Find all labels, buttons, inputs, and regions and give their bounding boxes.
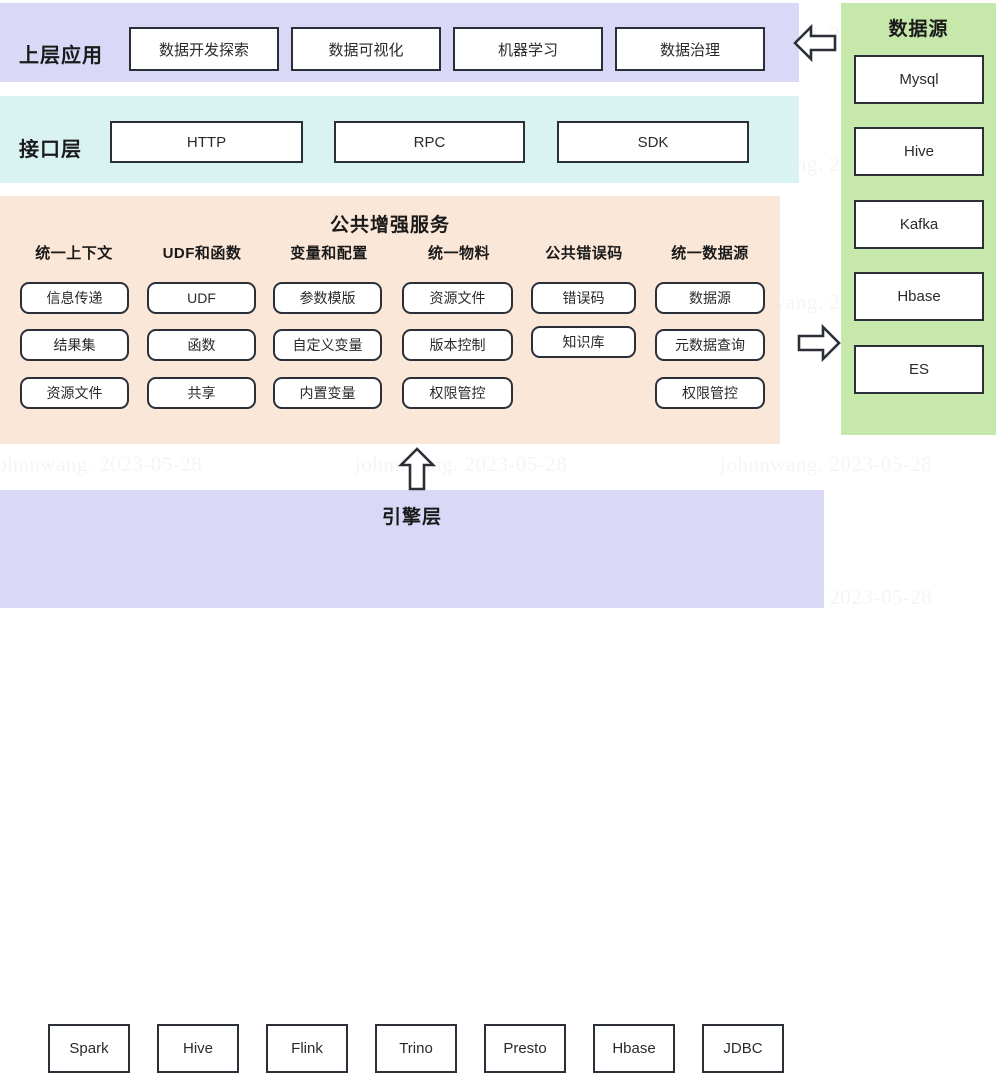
svc-item-version-control[interactable]: 版本控制 — [402, 329, 513, 361]
svc-item-resource-file[interactable]: 资源文件 — [20, 377, 129, 409]
layer-common-services: 公共增强服务 统一上下文 UDF和函数 变量和配置 统一物料 公共错误码 统一数… — [0, 196, 780, 444]
engine-item-trino[interactable]: Trino — [375, 1024, 457, 1073]
app-item-visualization[interactable]: 数据可视化 — [291, 27, 441, 71]
svc-column-head-udf: UDF和函数 — [162, 245, 242, 262]
layer-interface: 接口层 HTTP RPC SDK — [0, 96, 799, 183]
svc-column-head-variables: 变量和配置 — [290, 245, 368, 262]
datasource-item-hive[interactable]: Hive — [854, 127, 984, 176]
svc-item-error-code[interactable]: 错误码 — [531, 282, 636, 314]
svc-item-builtin-variable[interactable]: 内置变量 — [273, 377, 382, 409]
layer-upper-application-title: 上层应用 — [19, 45, 103, 67]
svc-column-head-context: 统一上下文 — [35, 245, 113, 262]
svc-item-custom-variable[interactable]: 自定义变量 — [273, 329, 382, 361]
svc-item-function[interactable]: 函数 — [147, 329, 256, 361]
svc-column-head-error-codes: 公共错误码 — [545, 245, 623, 262]
engine-item-presto[interactable]: Presto — [484, 1024, 566, 1073]
arrow-right-icon — [797, 322, 841, 369]
layer-engine-title: 引擎层 — [381, 507, 442, 528]
layer-interface-title: 接口层 — [19, 139, 82, 161]
watermark-text: johnnwang. 2023-05-28 — [0, 452, 202, 477]
api-item-http[interactable]: HTTP — [110, 121, 303, 163]
engine-item-spark[interactable]: Spark — [48, 1024, 130, 1073]
datasource-item-kafka[interactable]: Kafka — [854, 200, 984, 249]
engine-item-flink[interactable]: Flink — [266, 1024, 348, 1073]
engine-item-hive[interactable]: Hive — [157, 1024, 239, 1073]
svc-item-udf[interactable]: UDF — [147, 282, 256, 314]
api-item-sdk[interactable]: SDK — [557, 121, 749, 163]
app-item-data-governance[interactable]: 数据治理 — [615, 27, 765, 71]
svc-item-metadata-query[interactable]: 元数据查询 — [655, 329, 765, 361]
svc-column-head-datasource: 统一数据源 — [671, 245, 749, 262]
svc-item-knowledge-base[interactable]: 知识库 — [531, 326, 636, 358]
engine-item-jdbc[interactable]: JDBC — [702, 1024, 784, 1073]
svc-item-param-template[interactable]: 参数模版 — [273, 282, 382, 314]
engine-item-hbase[interactable]: Hbase — [593, 1024, 675, 1073]
app-item-data-dev[interactable]: 数据开发探索 — [129, 27, 279, 71]
layer-engine: 引擎层 Spark Hive Flink Trino Presto Hbase … — [0, 490, 824, 1073]
svc-item-permission-control[interactable]: 权限管控 — [402, 377, 513, 409]
watermark-text: johnnwang. 2023-05-28 — [720, 452, 932, 477]
arrow-up-icon — [396, 447, 438, 496]
svc-item-permission-control-2[interactable]: 权限管控 — [655, 377, 765, 409]
svc-item-message-passing[interactable]: 信息传递 — [20, 282, 129, 314]
layer-common-services-title: 公共增强服务 — [329, 215, 450, 236]
panel-datasource-title: 数据源 — [888, 19, 949, 40]
svc-item-resource-file-2[interactable]: 资源文件 — [402, 282, 513, 314]
api-item-rpc[interactable]: RPC — [334, 121, 525, 163]
svc-item-share[interactable]: 共享 — [147, 377, 256, 409]
panel-datasource: 数据源 Mysql Hive Kafka Hbase ES — [841, 3, 996, 435]
svc-item-datasource[interactable]: 数据源 — [655, 282, 765, 314]
datasource-item-mysql[interactable]: Mysql — [854, 55, 984, 104]
datasource-item-es[interactable]: ES — [854, 345, 984, 394]
svc-item-result-set[interactable]: 结果集 — [20, 329, 129, 361]
svc-column-head-materials: 统一物料 — [427, 245, 490, 262]
datasource-item-hbase[interactable]: Hbase — [854, 272, 984, 321]
app-item-machine-learning[interactable]: 机器学习 — [453, 27, 603, 71]
arrow-left-icon — [793, 22, 837, 69]
layer-upper-application: 上层应用 数据开发探索 数据可视化 机器学习 数据治理 — [0, 3, 799, 82]
watermark-text: johnnwang. 2023-05-28 — [355, 452, 567, 477]
